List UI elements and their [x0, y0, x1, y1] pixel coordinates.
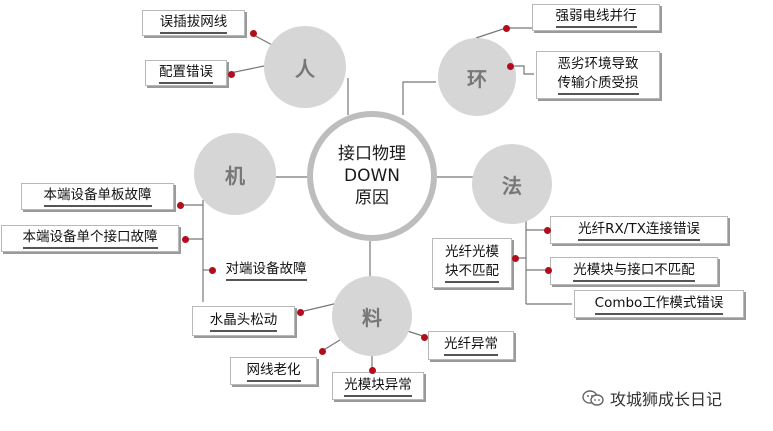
cause-liao-1: 水晶头松动: [192, 306, 295, 336]
dot-fa-2: [544, 266, 552, 274]
watermark: 攻城狮成长日记: [582, 386, 722, 410]
dot-liao-2: [420, 333, 428, 341]
center-title-line2: 原因: [355, 188, 389, 208]
connector-liao-1: [299, 302, 339, 313]
cause-ren-1: 误插拔网线: [142, 10, 245, 36]
dot-ji-3: [208, 266, 216, 274]
dot-huan-2: [506, 62, 514, 70]
dot-ren-1: [249, 29, 257, 37]
dot-liao-1: [296, 308, 304, 316]
watermark-text: 攻城狮成长日记: [610, 390, 723, 409]
category-ji: 机: [194, 133, 276, 215]
center-node: 接口物理DOWN 原因: [307, 111, 437, 241]
dot-ji-2: [181, 235, 189, 243]
cause-huan-1: 强弱电线并行: [532, 4, 660, 31]
connector-huan-center: [402, 81, 436, 115]
cause-ren-2: 配置错误: [145, 60, 227, 86]
category-huan: 环: [438, 38, 516, 116]
category-fa: 法: [472, 144, 552, 224]
cause-fa-3: Combo工作模式错误: [574, 290, 744, 318]
cause-fa-4: 光纤光模 块不匹配: [432, 238, 512, 288]
dot-liao-3: [318, 347, 326, 355]
cause-liao-3: 网线老化: [230, 357, 317, 385]
dot-fa-4: [511, 254, 519, 262]
cause-ji-2: 本端设备单个接口故障: [1, 225, 179, 252]
category-liao: 料: [332, 276, 412, 356]
connector-huan-2: [510, 65, 534, 75]
cause-huan-2: 恶劣环境导致 传输介质受损: [536, 51, 660, 99]
cause-ji-1: 本端设备单板故障: [21, 183, 174, 210]
dot-liao-4: [368, 366, 376, 374]
dot-fa-1: [543, 226, 551, 234]
dot-ji-1: [176, 201, 184, 209]
category-ren: 人: [264, 26, 346, 108]
cause-liao-2: 光纤异常: [428, 331, 514, 360]
cause-liao-4: 光模块异常: [332, 372, 424, 400]
cause-fa-2: 光模块与接口不匹配: [550, 257, 718, 285]
connector-ren-2: [229, 65, 265, 74]
dot-ren-2: [227, 70, 235, 78]
cause-fa-1: 光纤RX/TX连接错误: [550, 216, 728, 244]
center-title-line1: 接口物理DOWN: [338, 144, 406, 186]
wechat-icon: [582, 389, 604, 407]
dot-huan-1: [502, 24, 510, 32]
cause-ji-3: 对端设备故障: [214, 259, 318, 282]
